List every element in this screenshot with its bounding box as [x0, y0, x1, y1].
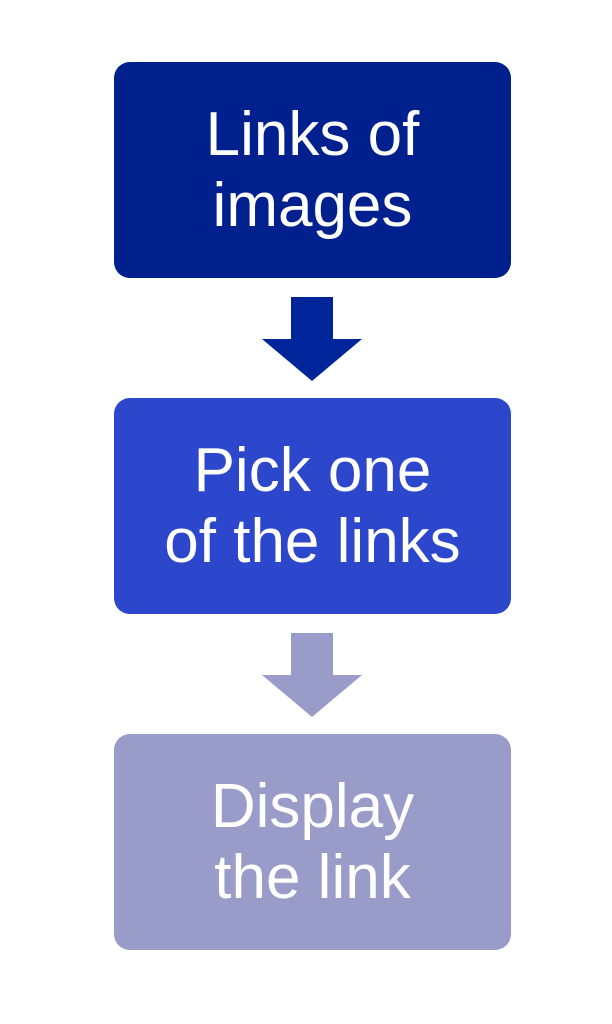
- arrow-shape: [262, 297, 362, 381]
- down-arrow-icon: [262, 633, 362, 717]
- arrow-shape: [262, 633, 362, 717]
- step-box-pick-one-of-the-links: Pick one of the links: [114, 398, 511, 614]
- down-arrow-icon: [262, 297, 362, 381]
- step-label: Display the link: [210, 771, 415, 912]
- step-label: Pick one of the links: [164, 435, 461, 576]
- step-box-display-the-link: Display the link: [114, 734, 511, 950]
- step-label: Links of images: [205, 99, 420, 240]
- step-box-links-of-images: Links of images: [114, 62, 511, 278]
